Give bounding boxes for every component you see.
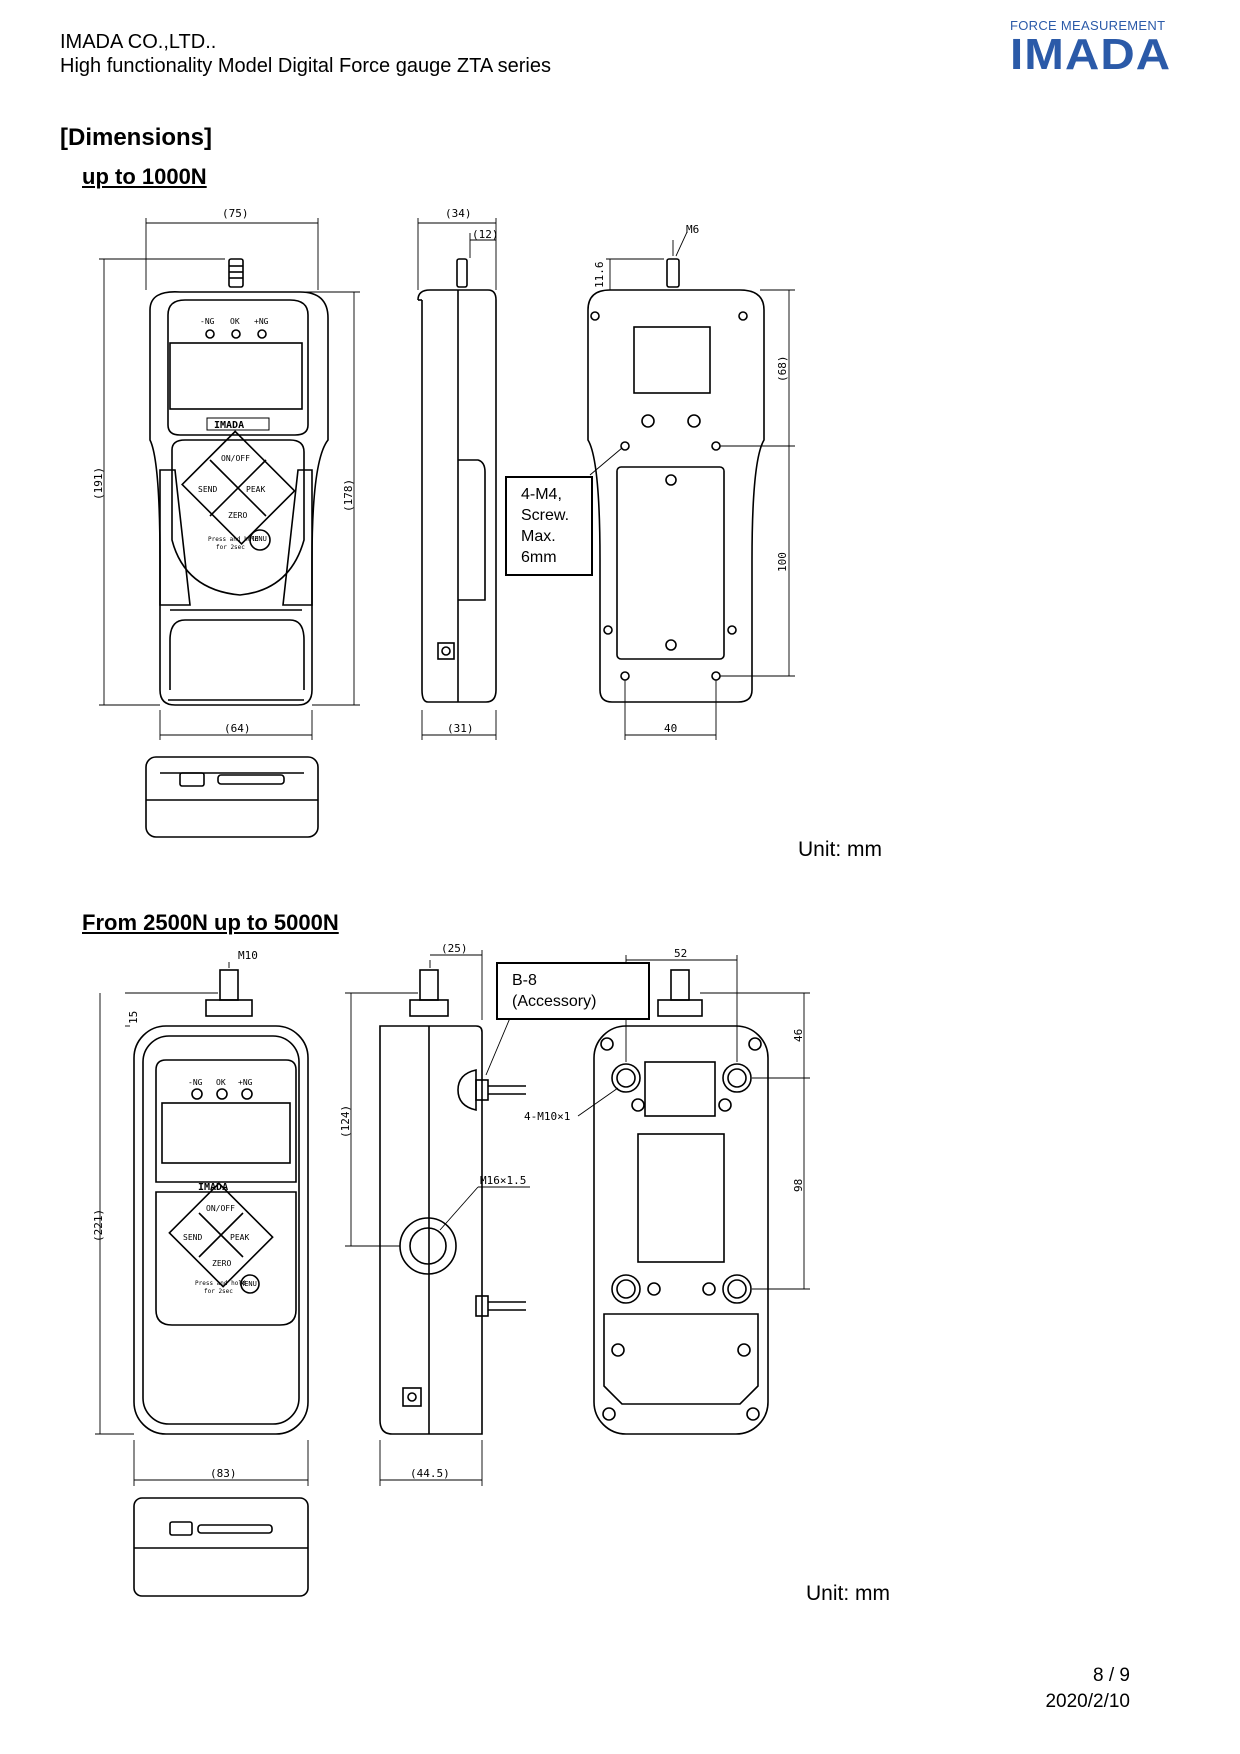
- svg-text:+NG: +NG: [254, 317, 269, 326]
- front-dimension-labels-5000n: M10 15 (221) (83): [92, 949, 258, 1480]
- svg-text:-NG: -NG: [188, 1078, 203, 1087]
- svg-text:PEAK: PEAK: [246, 485, 265, 494]
- bottom-view-5000n: [133, 1497, 309, 1597]
- svg-text:(124): (124): [339, 1105, 352, 1138]
- side-dimensions-1000n: [417, 218, 497, 740]
- back-view-5000n: [593, 969, 769, 1435]
- group1-heading: up to 1000N: [82, 164, 207, 189]
- svg-text:-NG: -NG: [200, 317, 215, 326]
- drawing-2500n-to-5000n: -NG OK +NG ON/OFF SEND PEAK ZERO Press a…: [92, 942, 810, 1597]
- side-view-1000n: [417, 258, 497, 703]
- svg-text:11.6: 11.6: [593, 262, 606, 289]
- svg-text:(25): (25): [441, 942, 468, 955]
- svg-text:98: 98: [792, 1179, 805, 1192]
- side-dimension-labels-1000n: (34) (12) (31): [445, 207, 499, 735]
- svg-text:52: 52: [674, 947, 687, 960]
- svg-text:IMADA: IMADA: [214, 420, 244, 431]
- svg-text:(221): (221): [92, 1209, 105, 1242]
- front-dimensions-5000n: [95, 962, 309, 1486]
- back-dimension-labels-5000n: 52 46 98 4-M10×1: [524, 947, 805, 1192]
- group2-heading: From 2500N up to 5000N: [82, 910, 339, 935]
- imada-logo: FORCE MEASUREMENT IMADA: [1010, 18, 1170, 77]
- company-name: IMADA CO.,LTD..: [60, 31, 217, 53]
- logo-tagline: FORCE MEASUREMENT: [1010, 18, 1166, 33]
- logo-wordmark: IMADA: [1010, 30, 1172, 79]
- svg-text:MENU: MENU: [240, 1280, 257, 1288]
- section-title: [Dimensions]: [60, 124, 213, 151]
- svg-text:M6: M6: [686, 223, 699, 236]
- page-number: 8 / 9: [1093, 1665, 1130, 1686]
- unit-label-1000n: Unit: mm: [798, 838, 882, 861]
- svg-text:100: 100: [776, 552, 789, 572]
- svg-text:+NG: +NG: [238, 1078, 253, 1087]
- svg-text:ZERO: ZERO: [228, 511, 247, 520]
- unit-label-5000n: Unit: mm: [806, 1582, 890, 1605]
- svg-text:M16×1.5: M16×1.5: [480, 1174, 526, 1187]
- svg-text:(64): (64): [224, 722, 251, 735]
- svg-text:(44.5): (44.5): [410, 1467, 450, 1480]
- back-dimensions-1000n: [589, 231, 795, 740]
- side-view-5000n: [379, 969, 526, 1435]
- back-view-1000n: [587, 258, 765, 703]
- front-dimension-labels-1000n: (75) (64) (191) (178): [92, 207, 355, 735]
- svg-text:(191): (191): [92, 467, 105, 500]
- document-subtitle: High functionality Model Digital Force g…: [60, 55, 551, 77]
- svg-text:M10: M10: [238, 949, 258, 962]
- svg-text:for 2sec: for 2sec: [216, 544, 245, 551]
- back-dimension-labels-1000n: M6 11.6 (68) 100 40: [593, 223, 789, 735]
- back-dimensions-5000n: [577, 955, 810, 1290]
- svg-text:Press and hold: Press and hold: [195, 1280, 246, 1287]
- side-dimension-labels-5000n: (25) (124) M16×1.5 (44.5): [339, 942, 526, 1480]
- svg-text:(34): (34): [445, 207, 472, 220]
- svg-text:IMADA: IMADA: [198, 1182, 228, 1193]
- bottom-view-1000n: [145, 756, 319, 838]
- svg-text:ON/OFF: ON/OFF: [206, 1204, 235, 1213]
- svg-text:PEAK: PEAK: [230, 1233, 249, 1242]
- svg-text:46: 46: [792, 1029, 805, 1042]
- svg-text:OK: OK: [216, 1078, 226, 1087]
- front-dimensions-1000n: [99, 218, 360, 740]
- accessory-note-5000n: B-8 (Accessory): [496, 962, 650, 1020]
- svg-text:15: 15: [127, 1011, 140, 1024]
- svg-text:(178): (178): [342, 479, 355, 512]
- svg-text:40: 40: [664, 722, 677, 735]
- drawing-up-to-1000n: -NG OK +NG ON/OFF SEND PEAK ZERO Press a…: [92, 207, 795, 838]
- side-dimensions-5000n: [345, 950, 530, 1486]
- svg-text:for 2sec: for 2sec: [204, 1288, 233, 1295]
- front-labels-1000n: -NG OK +NG ON/OFF SEND PEAK ZERO Press a…: [198, 317, 269, 551]
- front-labels-5000n: -NG OK +NG ON/OFF SEND PEAK ZERO Press a…: [183, 1078, 257, 1295]
- svg-text:SEND: SEND: [198, 485, 217, 494]
- svg-text:(12): (12): [472, 228, 499, 241]
- screw-note-1000n: 4-M4, Screw. Max. 6mm: [505, 476, 593, 576]
- svg-text:(68): (68): [776, 356, 789, 383]
- svg-text:SEND: SEND: [183, 1233, 202, 1242]
- front-view-1000n: [149, 258, 329, 706]
- svg-text:MENU: MENU: [250, 535, 267, 543]
- svg-text:ZERO: ZERO: [212, 1259, 231, 1268]
- front-view-5000n: [133, 969, 309, 1435]
- svg-text:4-M10×1: 4-M10×1: [524, 1110, 570, 1123]
- svg-text:Press and hold: Press and hold: [208, 536, 259, 543]
- svg-text:OK: OK: [230, 317, 240, 326]
- svg-text:(31): (31): [447, 722, 474, 735]
- document-date: 2020/2/10: [1045, 1691, 1130, 1712]
- svg-text:(83): (83): [210, 1467, 237, 1480]
- svg-text:ON/OFF: ON/OFF: [221, 454, 250, 463]
- svg-text:(75): (75): [222, 207, 249, 220]
